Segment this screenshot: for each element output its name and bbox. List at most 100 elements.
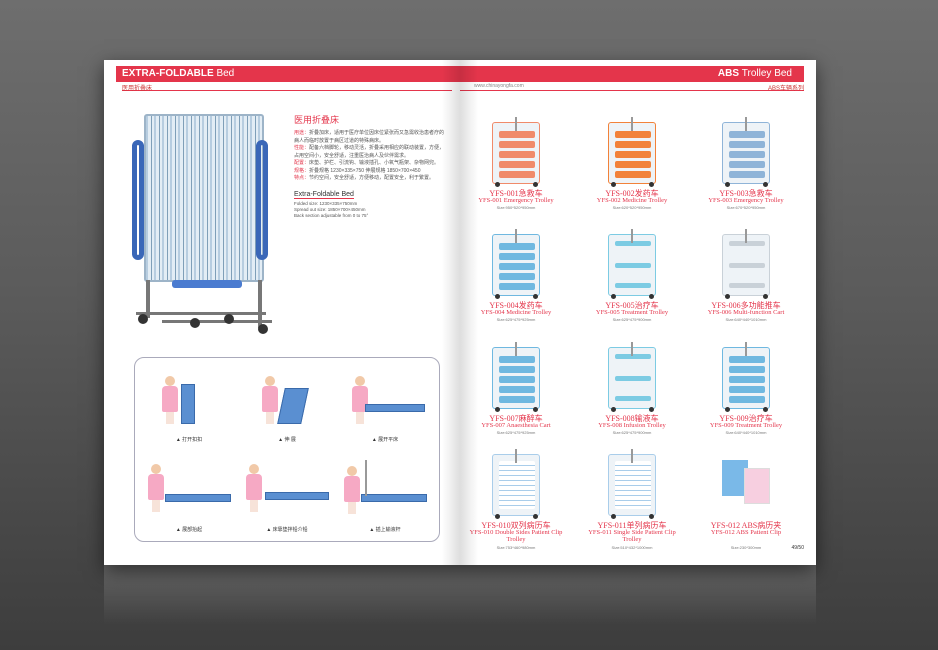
nurse-figure — [351, 376, 369, 424]
product-size: Size:625*475*925mm — [496, 430, 536, 435]
wheel — [611, 407, 616, 412]
foldable-bed-image — [132, 112, 302, 337]
cabinet-door — [615, 461, 651, 509]
shelf — [615, 283, 651, 288]
trolley-image — [608, 229, 656, 299]
handle-pole — [515, 117, 517, 131]
drawer — [729, 151, 765, 158]
trolley-image — [722, 117, 770, 187]
wheel — [224, 314, 234, 324]
usage-step: ▲ 插上输液杆 — [337, 452, 433, 537]
product-title-en: Extra-Foldable Bed — [294, 190, 354, 199]
clip-board — [744, 468, 770, 504]
drawer — [729, 141, 765, 148]
wheel — [649, 407, 654, 412]
product-name-cn: YFS-001急救车 — [489, 189, 543, 198]
desc-line: 性能：配备六档脚轮，移动灵活，折叠采用相应的联动装置，方便，占用空间小，安全舒适… — [294, 145, 449, 160]
product-name-en: YFS-012 ABS Patient Clip — [710, 529, 782, 536]
trolley-image — [608, 449, 656, 519]
drawer — [729, 396, 765, 403]
right-subheader: ABS车辆系列 — [767, 86, 804, 92]
product-size: Size:640*440*1010mm — [725, 317, 767, 322]
drawer — [499, 273, 535, 280]
handle-pole — [631, 117, 633, 131]
product-size: Size:950*520*950mm — [496, 205, 536, 210]
drawer — [729, 376, 765, 383]
handle-pole — [745, 117, 747, 131]
product-name-cn: YFS-003急救车 — [719, 189, 773, 198]
wheel — [533, 182, 538, 187]
spec-line: Spread out size: 1850×700×450mm — [294, 206, 366, 212]
desc-value: 节约空间，安全舒适，方便移动，配置安全，利于繁置。 — [309, 175, 435, 181]
desc-value: 折叠规格 1230×335×750 伸展规格 1850×700×450 — [309, 167, 421, 174]
drawer — [499, 376, 535, 383]
spec-line: Folded size: 1230×335×750mm — [294, 200, 358, 206]
nurse-figure — [147, 464, 165, 512]
drawer — [499, 263, 535, 270]
nurse-figure — [343, 466, 361, 514]
trolley-image — [722, 229, 770, 299]
product-size: Size:753*460*980mm — [496, 545, 536, 550]
drawer — [729, 131, 765, 138]
website-url: www.chinayongfa.com — [474, 83, 524, 89]
handle-pole — [745, 342, 747, 356]
product-name-en: YFS-011 Single Side Patient Clip Trolley — [588, 529, 676, 543]
product-name-cn: YFS-004发药车 — [489, 301, 543, 310]
product-name-en: YFS-005 Treatment Trolley — [595, 309, 669, 316]
nurse-figure — [261, 376, 279, 424]
drawer — [499, 161, 535, 168]
usage-step: ▲ 打开扣扣 — [141, 362, 237, 447]
trolley-image — [492, 449, 540, 519]
bed-handle-right — [256, 140, 268, 260]
wheel — [495, 514, 500, 519]
wheel — [649, 514, 654, 519]
wheel — [533, 514, 538, 519]
flat-bed — [361, 494, 427, 502]
wheel — [258, 324, 268, 334]
wheel — [763, 182, 768, 187]
wheel — [611, 514, 616, 519]
wheel — [763, 407, 768, 412]
shelf — [729, 263, 765, 268]
wheel — [495, 294, 500, 299]
product-name-en: YFS-004 Medicine Trolley — [480, 309, 552, 316]
trolley-image — [492, 342, 540, 412]
drawer — [615, 131, 651, 138]
handle-pole — [631, 229, 633, 243]
product-name-en: YFS-006 Multi-function Cart — [707, 309, 785, 316]
shelf — [729, 241, 765, 246]
desc-key: 特点： — [294, 175, 310, 181]
bed-bottom-bar — [172, 280, 242, 288]
product-size: Size:510*432*1000mm — [611, 545, 653, 550]
product-size: Size:625*475*900mm — [612, 430, 652, 435]
product-name-cn: YFS-009治疗车 — [719, 414, 773, 423]
desc-line: 特点：节约空间，安全舒适，方便移动，配置安全，利于繁置。 — [294, 175, 449, 183]
spec-line: Back section adjustable from 0 to 75° — [294, 212, 369, 218]
drawer — [499, 171, 535, 178]
iv-pole — [365, 460, 367, 496]
product-name-cn: YFS-005治疗车 — [605, 301, 659, 310]
product-name-en: YFS-008 Infusion Trolley — [598, 422, 666, 429]
product-size: Size:620*520*950mm — [612, 205, 652, 210]
desc-key: 用途： — [294, 130, 310, 136]
right-header-bold: ABS — [717, 68, 739, 79]
product-size: Size:230*300mm — [730, 545, 762, 550]
right-header-bar: ABS Trolley Bed — [460, 66, 804, 82]
handle-pole — [515, 449, 517, 463]
drawer — [615, 161, 651, 168]
handle-pole — [631, 449, 633, 463]
usage-step: ▲ 展开平床 — [337, 362, 433, 447]
unfolding-bed — [277, 388, 309, 424]
product-size: Size:625*475*925mm — [496, 317, 536, 322]
cabinet-door — [499, 461, 535, 509]
nurse-figure — [161, 376, 179, 424]
usage-step: ▲ 展部抬起 — [141, 452, 237, 537]
bed-base — [136, 312, 266, 315]
drawer — [615, 171, 651, 178]
